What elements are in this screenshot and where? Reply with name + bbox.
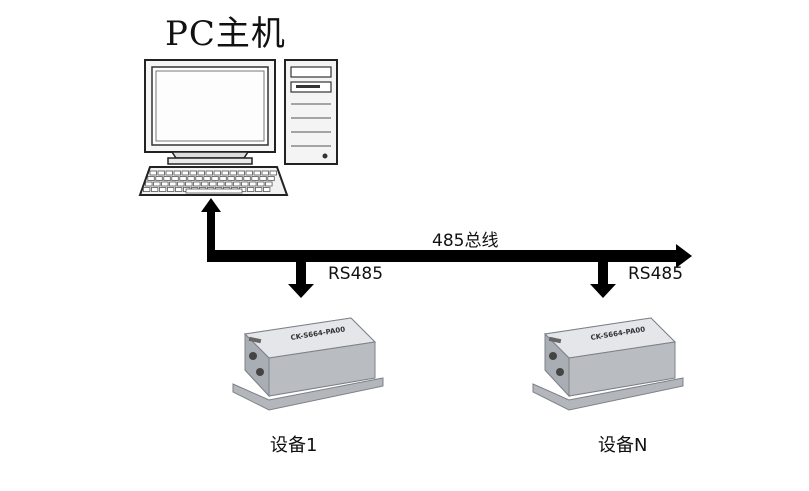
device-1-link-label: RS485: [328, 264, 384, 284]
device-n-link-label: RS485: [628, 264, 684, 284]
computer-tower-icon: [284, 59, 338, 165]
bus-label: 485总线: [432, 231, 499, 251]
device-n-image: CK-S664-PA00: [532, 317, 684, 411]
device-1-image: CK-S664-PA00: [232, 317, 384, 411]
keyboard-icon: [138, 166, 289, 196]
pc-title: PC主机: [165, 14, 286, 54]
monitor-icon: [144, 59, 276, 165]
bus-connector: [201, 198, 692, 298]
bus-arrowhead: [676, 244, 692, 268]
drop-arrow-device-1: [288, 284, 314, 298]
pc-to-bus-arrow: [201, 198, 221, 258]
device-1-name: 设备1: [270, 435, 318, 456]
drop-line-device-n: [598, 262, 608, 286]
drop-line-device-1: [296, 262, 306, 286]
device-n-name: 设备N: [598, 435, 648, 456]
drop-arrow-device-n: [590, 284, 616, 298]
